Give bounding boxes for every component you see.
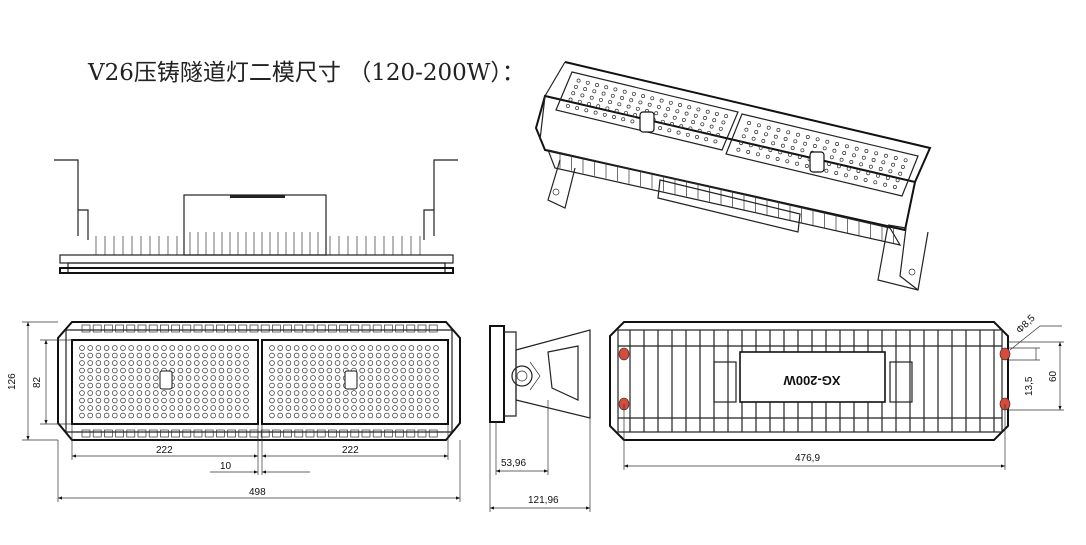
dim-side-53-96: 53,96 (501, 458, 526, 469)
side-view (489, 325, 591, 512)
dim-back-476-9: 476,9 (795, 453, 820, 464)
dim-mount-60: 60 (1048, 370, 1059, 382)
label-plate-text: XG-200W (783, 373, 841, 388)
drawing-title: V26压铸隧道灯二模尺寸 （120-200W）： (87, 60, 525, 86)
mounting-hole-left-top (618, 347, 630, 361)
dim-width-222-left: 222 (156, 445, 173, 456)
mounting-hole-right-top (999, 347, 1011, 361)
dim-height-126: 126 (7, 373, 18, 390)
dim-hole-d8-5: Φ8,5 (1014, 313, 1038, 337)
top-plan-view (22, 321, 461, 502)
dim-width-222-right: 222 (342, 445, 359, 456)
dim-slot-13-5: 13,5 (1024, 376, 1035, 396)
dim-side-121-96: 121,96 (528, 495, 559, 506)
perspective-view (534, 61, 932, 291)
dim-total-498: 498 (249, 487, 266, 498)
dim-gap-10: 10 (220, 461, 232, 472)
dim-height-82: 82 (32, 376, 43, 388)
front-elevation-view (54, 159, 458, 274)
back-view: XG-200W (609, 321, 1064, 470)
